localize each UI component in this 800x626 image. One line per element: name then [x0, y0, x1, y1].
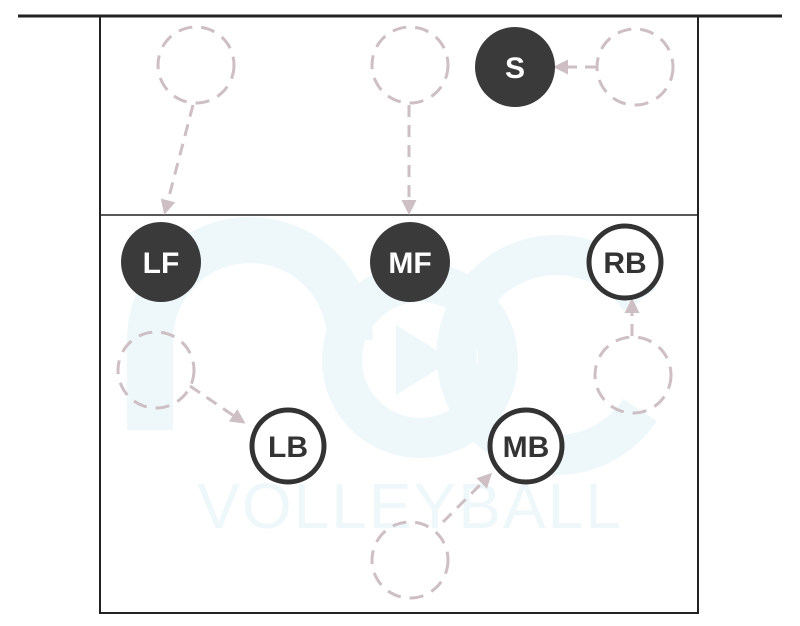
watermark-logo-arc-right	[436, 235, 657, 475]
movement-arrows	[160, 59, 640, 524]
player-lf-label: LF	[143, 247, 180, 280]
court-boundary	[99, 15, 699, 614]
player-rb: RB	[586, 223, 664, 301]
player-lb: LB	[249, 407, 327, 485]
player-s-marker	[475, 27, 555, 107]
arrow-to-lb	[189, 384, 246, 424]
player-lf: LF	[121, 222, 201, 302]
ghost-position-middle-front	[370, 25, 450, 105]
player-mb-marker	[487, 407, 565, 485]
players: S LF MF RB LB MB	[121, 27, 664, 485]
player-rb-label: RB	[603, 247, 646, 280]
court-lines	[18, 14, 782, 614]
player-mf-label: MF	[388, 247, 431, 280]
ghost-position-right-front	[595, 27, 675, 107]
ghost-position-right-back	[593, 335, 673, 415]
player-lb-marker	[249, 407, 327, 485]
watermark: VOLLEYBALL	[127, 217, 657, 542]
ghost-position-middle-back	[370, 520, 450, 600]
player-lb-label: LB	[268, 431, 308, 464]
player-mf: MF	[370, 222, 450, 302]
player-rb-marker	[586, 223, 664, 301]
player-mb: MB	[487, 407, 565, 485]
arrow-to-lf	[160, 104, 195, 215]
watermark-play-icon	[396, 325, 452, 395]
player-mb-label: MB	[503, 431, 550, 464]
arrow-to-mb	[441, 472, 493, 524]
ghost-positions	[116, 25, 675, 600]
player-s-label: S	[505, 52, 525, 85]
watermark-text: VOLLEYBALL	[197, 470, 623, 542]
ghost-position-left-front	[156, 25, 236, 105]
player-s: S	[475, 27, 555, 107]
player-mf-marker	[370, 222, 450, 302]
player-lf-marker	[121, 222, 201, 302]
ghost-position-left-back	[116, 330, 196, 410]
